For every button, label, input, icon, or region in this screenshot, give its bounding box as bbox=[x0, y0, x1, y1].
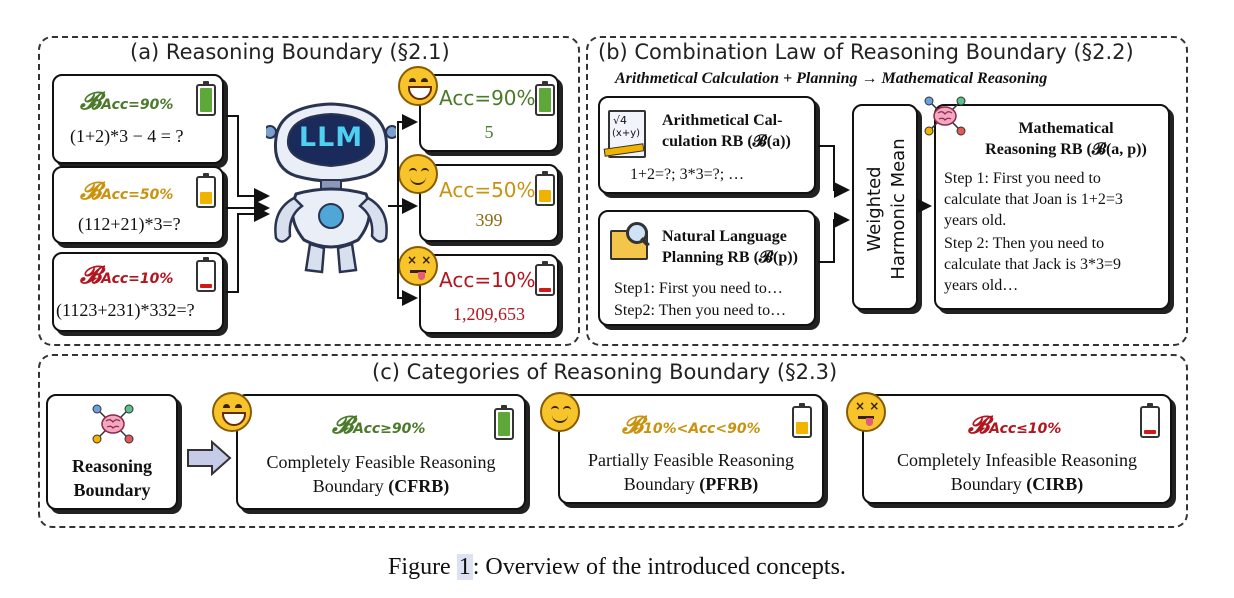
battery-icon bbox=[196, 257, 216, 292]
calculator-paper-icon: √4 (x+y) bbox=[603, 110, 646, 158]
output-answer: 1,209,653 bbox=[453, 304, 525, 324]
category-b-label: 𝓑10%<Acc<90% bbox=[622, 410, 761, 439]
b-label-90: 𝓑Acc=90% bbox=[80, 86, 174, 115]
llm-label: LLM bbox=[298, 122, 364, 153]
category-b-label: 𝓑Acc≤10% bbox=[968, 410, 1062, 439]
input-expression: (1123+231)*332=? bbox=[56, 300, 195, 320]
arith-title-2: culation RB (𝓑(a)) bbox=[662, 133, 791, 150]
b-label-10: 𝓑Acc=10% bbox=[80, 260, 174, 289]
input-box-90: 𝓑Acc=90% (1+2)*3 − 4 = ? bbox=[52, 74, 224, 164]
battery-icon bbox=[196, 173, 216, 208]
math-step2-l3: years old… bbox=[944, 277, 1019, 294]
rb-label-2: Boundary bbox=[73, 480, 151, 500]
math-title-1: Mathematical bbox=[1018, 120, 1114, 137]
battery-icon bbox=[535, 171, 555, 206]
input-expression: (112+21)*3=? bbox=[78, 214, 181, 234]
acc-label: Acc=10% bbox=[439, 268, 536, 292]
brain-icon bbox=[92, 404, 134, 444]
llm-robot-icon: LLM bbox=[263, 98, 399, 278]
math-step1-l3: years old. bbox=[944, 212, 1007, 229]
category-box-pfrb: 𝓑10%<Acc<90% Partially Feasible Reasonin… bbox=[558, 394, 824, 504]
battery-icon bbox=[792, 403, 812, 438]
grin-face-icon bbox=[398, 66, 438, 106]
category-text-1: Partially Feasible Reasoning bbox=[588, 450, 794, 470]
output-answer: 5 bbox=[484, 122, 494, 142]
grin-face-icon bbox=[212, 392, 252, 432]
panel-b-subtitle: Arithmetical Calculation + Planning → Ma… bbox=[615, 70, 1048, 87]
plan-step1: Step1: First you need to… bbox=[614, 280, 783, 297]
category-text-2: Boundary (CIRB) bbox=[950, 474, 1084, 494]
plan-rb-box: Natural Language Planning RB (𝓑(p)) Step… bbox=[598, 210, 816, 326]
category-text-2: Boundary (PFRB) bbox=[623, 474, 759, 494]
math-title-2: Reasoning RB (𝓑(a, p)) bbox=[985, 141, 1147, 158]
output-box-90: Acc=90% 5 bbox=[419, 74, 559, 152]
plan-step2: Step2: Then you need to… bbox=[614, 302, 787, 319]
category-box-cfrb: 𝓑Acc≥90% Completely Feasible Reasoning B… bbox=[236, 394, 526, 510]
math-step2-l2: calculate that Jack is 3*3=9 bbox=[944, 256, 1121, 273]
panel-b bbox=[586, 36, 1188, 346]
acc-label: Acc=90% bbox=[439, 86, 536, 110]
battery-icon bbox=[535, 261, 555, 296]
battery-icon bbox=[494, 405, 514, 440]
acc-label: Acc=50% bbox=[439, 178, 536, 202]
output-answer: 399 bbox=[475, 210, 503, 230]
math-rb-box: Mathematical Reasoning RB (𝓑(a, p)) Step… bbox=[934, 104, 1170, 310]
plan-title-1: Natural Language bbox=[662, 228, 787, 245]
panel-c bbox=[38, 354, 1188, 528]
panel-c-title: (c) Categories of Reasoning Boundary (§2… bbox=[372, 360, 838, 384]
arith-body: 1+2=?; 3*3=?; … bbox=[630, 166, 745, 183]
right-arrow-icon bbox=[186, 439, 232, 481]
panel-b-title: (b) Combination Law of Reasoning Boundar… bbox=[598, 40, 1134, 64]
output-box-10: Acc=10% 1,209,653 bbox=[419, 254, 559, 334]
math-step1-l1: Step 1: First you need to bbox=[944, 170, 1101, 187]
smile-face-icon bbox=[540, 392, 580, 432]
math-step1-l2: calculate that Joan is 1+2=3 bbox=[944, 191, 1123, 208]
category-box-cirb: 𝓑Acc≤10% Completely Infeasible Reasoning… bbox=[862, 394, 1172, 504]
category-text-1: Completely Feasible Reasoning bbox=[266, 452, 496, 472]
rb-label-1: Reasoning bbox=[71, 456, 152, 476]
category-b-label: 𝓑Acc≥90% bbox=[332, 410, 426, 439]
input-expression: (1+2)*3 − 4 = ? bbox=[70, 126, 184, 146]
figure-caption: Figure 1: Overview of the introduced con… bbox=[388, 554, 846, 580]
dizzy-face-icon: × × bbox=[846, 392, 886, 432]
category-text-2: Boundary (CFRB) bbox=[312, 476, 450, 496]
brain-icon bbox=[924, 96, 966, 136]
math-step2-l1: Step 2: Then you need to bbox=[944, 235, 1105, 252]
output-box-50: Acc=50% 399 bbox=[419, 164, 559, 242]
plan-title-2: Planning RB (𝓑(p)) bbox=[662, 249, 798, 266]
battery-icon bbox=[1140, 403, 1160, 438]
arith-rb-box: √4 (x+y) Arithmetical Cal- culation RB (… bbox=[598, 96, 816, 194]
input-box-50: 𝓑Acc=50% (112+21)*3=? bbox=[52, 166, 224, 244]
figure-number-link[interactable]: 1 bbox=[456, 554, 473, 580]
category-text-1: Completely Infeasible Reasoning bbox=[897, 450, 1137, 470]
folder-search-icon bbox=[610, 222, 650, 260]
panel-a bbox=[38, 36, 580, 346]
panel-a-title: (a) Reasoning Boundary (§2.1) bbox=[130, 40, 450, 64]
input-box-10: 𝓑Acc=10% (1123+231)*332=? bbox=[52, 252, 224, 332]
b-label-50: 𝓑Acc=50% bbox=[80, 176, 174, 205]
reasoning-boundary-box: Reasoning Boundary bbox=[46, 394, 178, 510]
arith-title-1: Arithmetical Cal- bbox=[662, 112, 783, 129]
battery-icon bbox=[535, 81, 555, 116]
battery-icon bbox=[196, 81, 216, 116]
